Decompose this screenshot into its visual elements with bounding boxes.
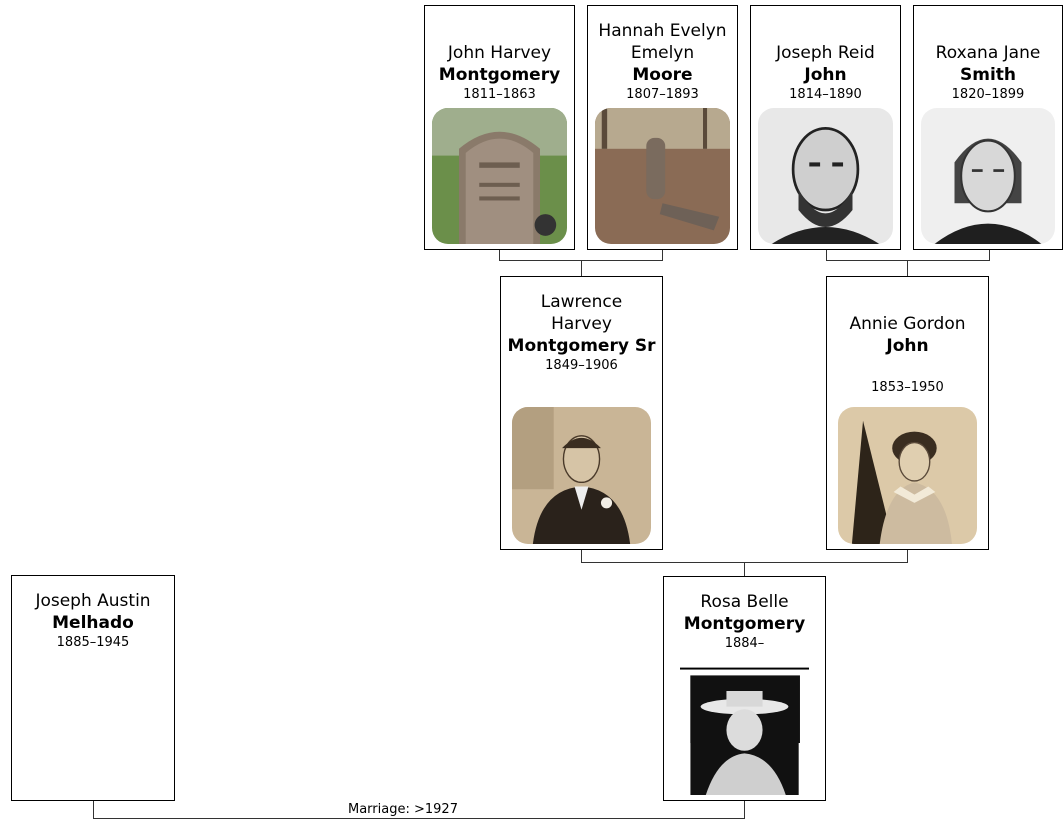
person-card-john-harvey-montgomery[interactable]: John Harvey Montgomery 1811–1863	[424, 5, 575, 250]
life-dates: 1814–1890	[789, 87, 862, 102]
person-card-hannah-moore[interactable]: Hannah Evelyn Emelyn Moore 1807–1893	[587, 5, 738, 250]
given-name: Joseph Austin	[35, 591, 151, 611]
portrait-photo-icon[interactable]	[921, 108, 1055, 244]
connector-parents	[907, 550, 908, 562]
connector-grandparents-1	[581, 260, 582, 276]
connector-grandparents-2	[907, 260, 908, 276]
portrait-photo-icon[interactable]	[758, 108, 893, 244]
portrait-photo-icon[interactable]	[512, 407, 651, 544]
given-name: Lawrence Harvey	[540, 292, 623, 334]
connector-grandparents-2	[826, 249, 827, 260]
person-card-lawrence-harvey-montgomery-sr[interactable]: Lawrence Harvey Montgomery Sr 1849–1906	[500, 276, 663, 550]
grave-site-photo-icon[interactable]	[595, 108, 730, 244]
given-name: John Harvey	[447, 43, 552, 63]
surname: Montgomery	[438, 65, 561, 85]
surname: John	[804, 65, 847, 85]
surname: Montgomery Sr	[507, 336, 656, 356]
connector-grandparents-1	[499, 249, 500, 260]
person-card-joseph-reid-john[interactable]: Joseph Reid John 1814–1890	[750, 5, 901, 250]
person-card-roxana-jane-smith[interactable]: Roxana Jane Smith 1820–1899	[913, 5, 1063, 250]
life-dates: 1853–1950	[871, 380, 944, 395]
surname: Smith	[959, 65, 1016, 85]
connector-grandparents-1	[662, 249, 663, 260]
connector-marriage	[93, 801, 94, 819]
connector-marriage	[744, 801, 745, 819]
life-dates: 1807–1893	[626, 87, 699, 102]
given-name: Annie Gordon	[849, 314, 966, 334]
given-name: Roxana Jane	[935, 43, 1041, 63]
connector-grandparents-2	[826, 260, 990, 261]
person-card-rosa-belle-montgomery[interactable]: Rosa Belle Montgomery 1884–	[663, 576, 826, 801]
surname: Montgomery	[683, 614, 806, 634]
connector-parents	[744, 562, 745, 576]
given-name: Joseph Reid	[776, 43, 875, 63]
gravestone-photo-icon[interactable]	[432, 108, 567, 244]
portrait-photo-icon[interactable]	[838, 407, 977, 544]
surname: John	[886, 336, 929, 356]
life-dates: 1885–1945	[56, 635, 130, 650]
surname: Moore	[632, 65, 693, 85]
surname: Melhado	[52, 613, 134, 633]
life-dates: 1820–1899	[951, 87, 1025, 102]
person-card-joseph-austin-melhado[interactable]: Joseph Austin Melhado 1885–1945	[11, 575, 175, 801]
life-dates: 1811–1863	[463, 87, 536, 102]
person-card-annie-gordon-john[interactable]: Annie Gordon John 1853–1950	[826, 276, 989, 550]
given-name: Hannah Evelyn Emelyn	[598, 21, 727, 63]
given-name: Rosa Belle	[700, 592, 789, 612]
connector-grandparents-2	[989, 249, 990, 260]
life-dates: 1884–	[724, 636, 765, 651]
life-dates: 1849–1906	[545, 358, 618, 373]
marriage-label: Marriage: >1927	[348, 802, 458, 817]
connector-marriage	[93, 818, 745, 819]
connector-parents	[581, 550, 582, 562]
newspaper-portrait-photo-icon[interactable]	[680, 665, 809, 795]
